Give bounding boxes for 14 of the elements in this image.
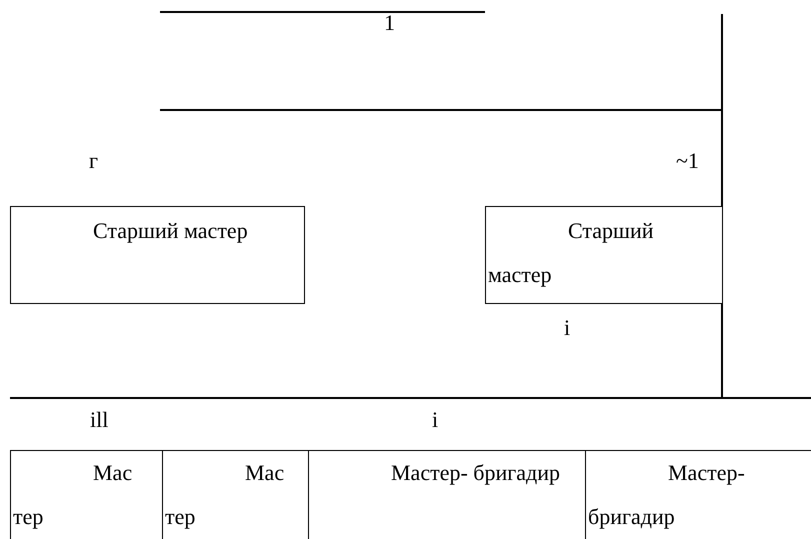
label-text: ~1 [676, 150, 699, 172]
label-text: i [432, 409, 438, 431]
label-text: г [89, 150, 98, 172]
label-text: ill [90, 409, 108, 431]
label-text: 1 [384, 12, 395, 34]
label-text: i [564, 317, 570, 339]
position-title: Мастер- бригадир [587, 459, 746, 531]
table-cell [10, 450, 163, 539]
position-title: Старший мастер [92, 217, 249, 245]
position-box [485, 206, 723, 304]
position-title: Мас тер [12, 459, 134, 531]
position-box [10, 206, 305, 304]
position-title: Мас тер [164, 459, 286, 531]
position-title: Мастер- бригадир [390, 459, 562, 487]
